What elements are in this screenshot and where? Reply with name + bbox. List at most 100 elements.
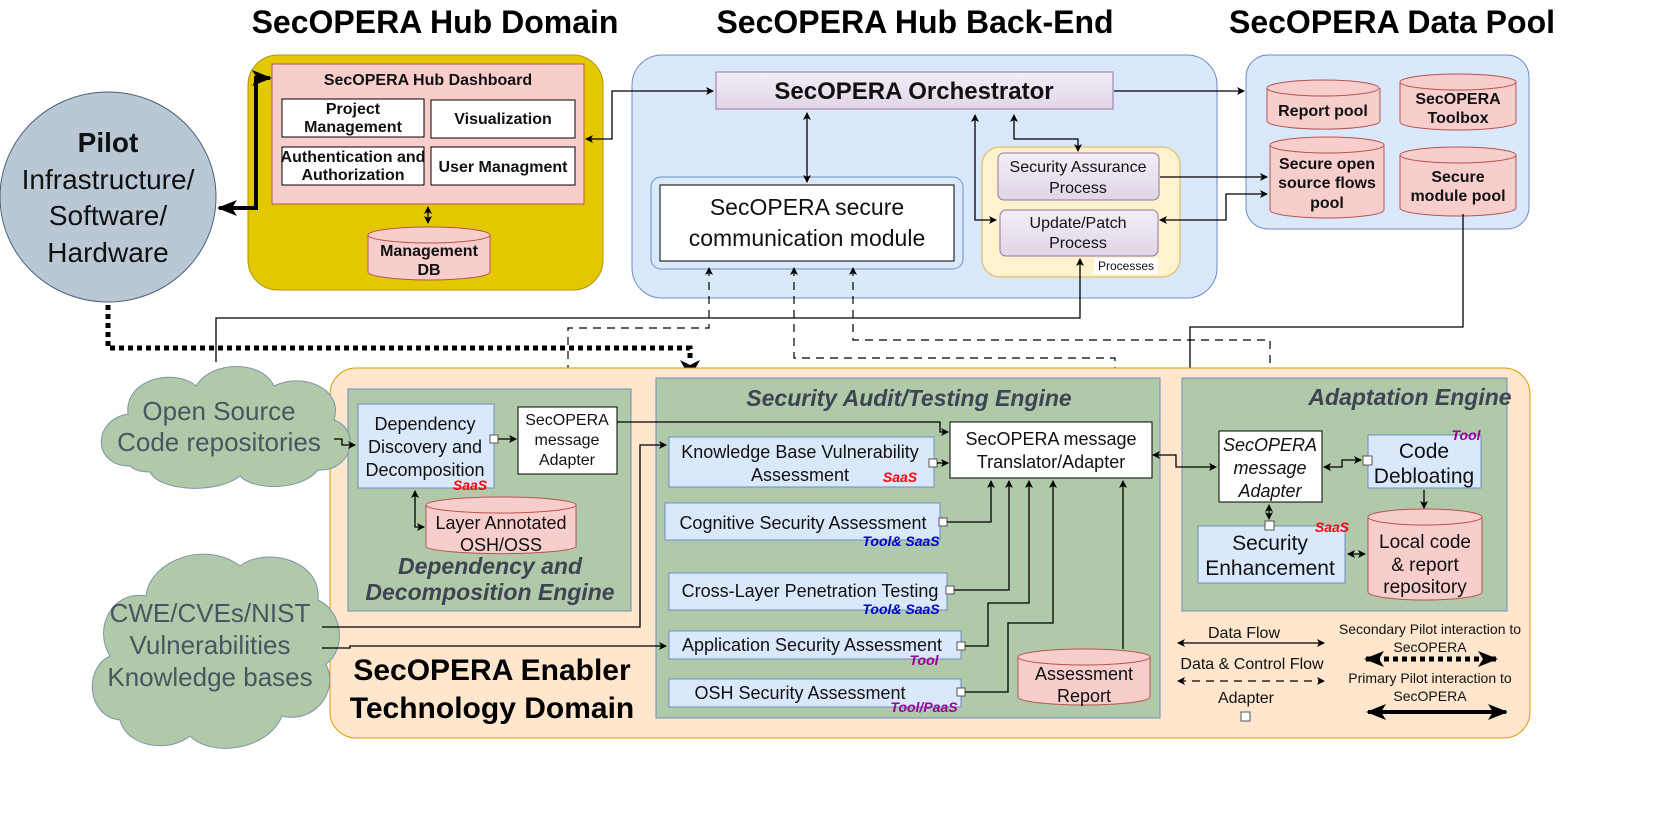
orchestrator-box[interactable]: SecOPERA Orchestrator [715, 71, 1114, 110]
assessment-report-db[interactable]: Assessment Report [1017, 648, 1151, 706]
svg-text:communication module: communication module [689, 225, 926, 251]
adaptation-engine: Adaptation Engine SecOPERA message Adapt… [1181, 377, 1512, 612]
svg-text:SecOPERA message: SecOPERA message [965, 429, 1136, 449]
management-db[interactable]: Management DB [367, 226, 491, 281]
secure-communication-module[interactable]: SecOPERA secure communication module [659, 184, 955, 262]
security-assurance-process[interactable]: Security Assurance Process [997, 152, 1160, 201]
svg-text:DB: DB [417, 262, 440, 279]
update-patch-process[interactable]: Update/Patch Process [999, 209, 1159, 257]
adaptation-message-adapter[interactable]: SecOPERA message Adapter [1218, 430, 1323, 503]
appsec-translator-arrow [965, 480, 1033, 647]
adapter-port-icon [1264, 520, 1275, 531]
adapter-port-icon [489, 434, 499, 444]
penetration-testing-box[interactable]: Cross-Layer Penetration Testing Tool& Sa… [668, 572, 948, 617]
cognitive-translator-arrow [947, 480, 995, 523]
svg-text:Application Security Assessmen: Application Security Assessment [682, 635, 942, 655]
visualization-box[interactable]: Visualization [430, 99, 576, 139]
svg-text:Cognitive Security Assessment: Cognitive Security Assessment [679, 513, 926, 533]
svg-text:SecOPERA: SecOPERA [1393, 639, 1467, 655]
svg-text:source flows: source flows [1278, 175, 1376, 192]
pilot-dashboard-primary-arrow [217, 70, 272, 216]
update-flows-arrow [1159, 190, 1268, 224]
header-data-pool: SecOPERA Data Pool [1229, 4, 1555, 40]
svg-text:Management: Management [304, 119, 402, 136]
svg-text:& report: & report [1391, 555, 1459, 576]
audit-engine: Security Audit/Testing Engine SecOPERA m… [655, 377, 1161, 719]
open-source-cloud[interactable]: Open Source Code repositories [100, 366, 351, 489]
code-debloating-box[interactable]: Code Debloating Tool [1367, 427, 1482, 489]
svg-text:Security Assurance: Security Assurance [1010, 159, 1147, 176]
svg-text:repository: repository [1383, 577, 1467, 598]
message-translator-box[interactable]: SecOPERA message Translator/Adapter [949, 421, 1153, 479]
discovery-layerdb-arrow [411, 490, 425, 531]
adapter-port-icon [1362, 455, 1373, 466]
kb-vulnerability-box[interactable]: Knowledge Base Vulnerability Assessment … [668, 436, 935, 488]
svg-text:SecOPERA: SecOPERA [1393, 688, 1467, 704]
adapter-port-icon [928, 458, 938, 468]
dashboard-title: SecOPERA Hub Dashboard [324, 72, 532, 89]
svg-text:Hardware: Hardware [47, 237, 168, 268]
security-enhancement-box[interactable]: Security Enhancement SaaS [1197, 519, 1350, 584]
tool-tag: Tool [1451, 427, 1481, 443]
translator-adaptation-arrow [1152, 451, 1217, 471]
svg-text:Debloating: Debloating [1374, 465, 1474, 488]
cwe-cloud[interactable]: CWE/CVEs/NIST Vulnerabilities Knowledge … [91, 553, 340, 749]
tool-saas-tag: Tool& SaaS [862, 533, 940, 549]
svg-text:Layer Annotated: Layer Annotated [435, 513, 566, 533]
svg-text:Management: Management [380, 243, 478, 260]
svg-text:Process: Process [1049, 180, 1107, 197]
svg-text:Assessment: Assessment [751, 465, 849, 485]
svg-text:Security Audit/Testing Engine: Security Audit/Testing Engine [746, 385, 1072, 411]
dependency-engine: Dependency and Decomposition Engine Depe… [347, 388, 632, 612]
svg-text:Adapter: Adapter [539, 452, 596, 469]
enabler-title-2: Technology Domain [350, 692, 634, 725]
dependency-message-adapter[interactable]: SecOPERA message Adapter [517, 406, 618, 475]
svg-text:Toolbox: Toolbox [1427, 110, 1488, 127]
svg-text:CWE/CVEs/NIST: CWE/CVEs/NIST [110, 598, 311, 628]
svg-text:message: message [1233, 458, 1306, 478]
pilot-node[interactable]: Pilot Infrastructure/ Software/ Hardware [0, 91, 217, 303]
svg-text:Translator/Adapter: Translator/Adapter [977, 452, 1125, 472]
orchestrator-assurance-arrow [1010, 114, 1082, 152]
adapter-port-icon [956, 641, 966, 651]
svg-text:Processes: Processes [1098, 259, 1154, 273]
saas-tag: SaaS [1315, 519, 1350, 535]
cognitive-assessment-box[interactable]: Cognitive Security Assessment Tool& SaaS [664, 502, 941, 549]
header-hub-backend: SecOPERA Hub Back-End [716, 4, 1113, 40]
dep-adapter-translator-arrow [617, 421, 949, 436]
svg-text:OSH/OSS: OSH/OSS [460, 535, 542, 555]
dependency-discovery-box[interactable]: Dependency Discovery and Decomposition S… [357, 403, 495, 493]
dashboard-orchestrator-arrow [585, 87, 714, 143]
secure-module-pool-db[interactable]: Secure module pool [1399, 146, 1517, 217]
orchestrator-update-arrow [971, 114, 997, 224]
authentication-box[interactable]: Authentication and Authorization [281, 146, 426, 186]
adapter-port-icon [938, 517, 948, 527]
legend-adapter-icon [1240, 711, 1251, 722]
local-repository-db[interactable]: Local code & report repository [1367, 508, 1483, 601]
svg-text:Cross-Layer Penetration Testin: Cross-Layer Penetration Testing [682, 581, 939, 601]
toolbox-db[interactable]: SecOPERA Toolbox [1399, 73, 1517, 131]
svg-text:Authentication and: Authentication and [281, 149, 426, 166]
svg-text:message: message [535, 432, 600, 449]
svg-text:Decomposition: Decomposition [365, 460, 484, 480]
osh-security-box[interactable]: OSH Security Assessment Tool/PaaS [668, 678, 962, 715]
tool-paas-tag: Tool/PaaS [890, 699, 958, 715]
svg-text:Infrastructure/: Infrastructure/ [22, 164, 195, 195]
user-management-box[interactable]: User Managment [430, 146, 576, 186]
svg-text:Local code: Local code [1379, 532, 1471, 553]
report-pool-db[interactable]: Report pool [1266, 79, 1381, 130]
project-management-box[interactable]: Project Management [281, 98, 425, 138]
saas-tag: SaaS [883, 469, 918, 485]
svg-text:module pool: module pool [1410, 188, 1505, 205]
comm-dependency-adapter-dash [564, 267, 713, 407]
svg-text:Dependency and: Dependency and [398, 553, 583, 579]
svg-text:Software/: Software/ [49, 200, 167, 231]
pilot-enabler-secondary-line [105, 305, 693, 362]
svg-text:Report: Report [1057, 686, 1111, 706]
svg-text:Dependency: Dependency [374, 414, 475, 434]
layer-annotated-db[interactable]: Layer Annotated OSH/OSS [425, 496, 577, 555]
secure-flows-pool-db[interactable]: Secure open source flows pool [1269, 136, 1385, 219]
svg-text:Assessment: Assessment [1035, 664, 1133, 684]
tool-saas-tag: Tool& SaaS [862, 601, 940, 617]
svg-text:SecOPERA: SecOPERA [1415, 91, 1501, 108]
